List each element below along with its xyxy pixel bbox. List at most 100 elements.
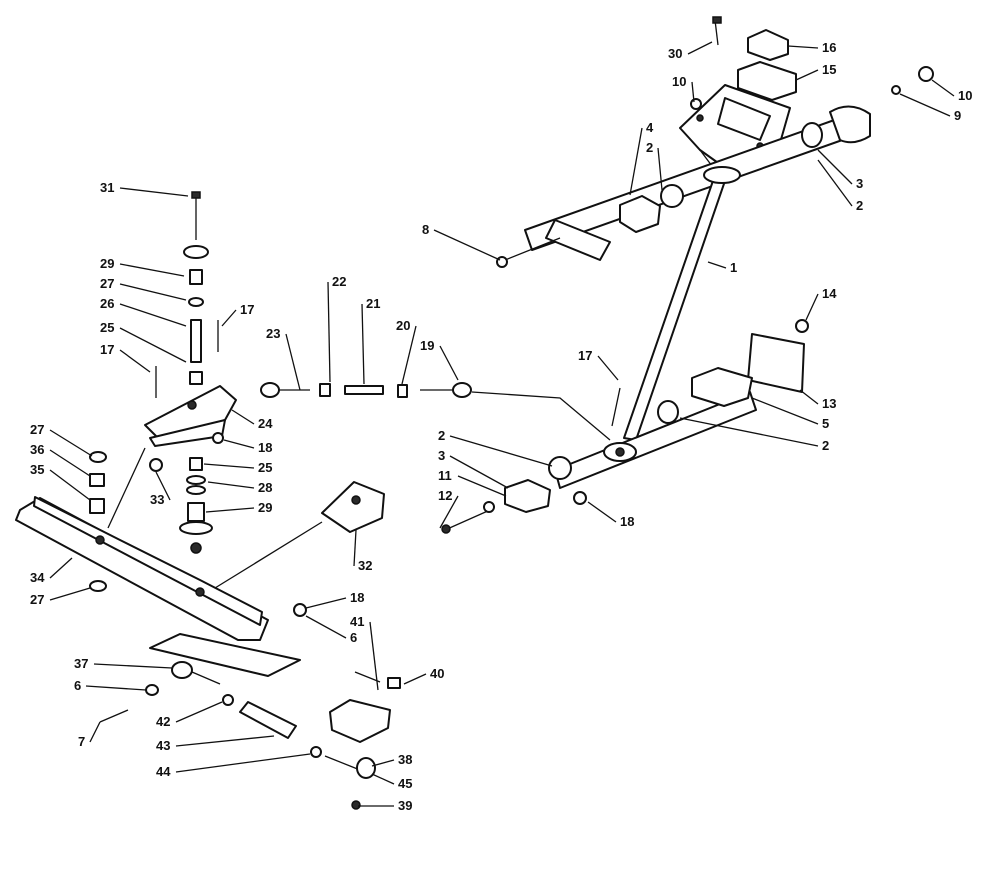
tie-rod-assembly — [260, 382, 611, 441]
callout-number: 1 — [730, 260, 737, 275]
callout-number: 24 — [258, 416, 273, 431]
leader-line — [205, 507, 255, 513]
callout-number: 15 — [822, 62, 836, 77]
leader-line — [805, 293, 819, 321]
leader-line — [787, 45, 819, 49]
callout-number: 14 — [822, 286, 837, 301]
leader-line — [657, 147, 663, 191]
callout-number: 34 — [30, 570, 45, 585]
callout-number: 20 — [396, 318, 410, 333]
leader-line — [369, 621, 379, 691]
leader-line — [629, 127, 643, 196]
leader-line — [751, 397, 819, 425]
callout-number: 10 — [958, 88, 972, 103]
leader-line — [403, 673, 427, 685]
callout-number: 29 — [258, 500, 272, 515]
callout-number: 6 — [350, 630, 357, 645]
steering-arm-plate — [144, 385, 237, 472]
callout-number: 3 — [856, 176, 863, 191]
callout-number: 25 — [100, 320, 114, 335]
leader-line — [85, 685, 147, 691]
leader-line — [401, 325, 417, 385]
callout-number: 31 — [100, 180, 114, 195]
callout-number: 27 — [30, 592, 44, 607]
tie-rod-end-assembly — [99, 603, 401, 810]
leader-line — [89, 721, 101, 743]
callout-number: 6 — [74, 678, 81, 693]
leader-line — [175, 735, 275, 747]
leader-line — [155, 471, 171, 501]
leader-line — [353, 529, 357, 567]
left-clamp-pair — [619, 184, 684, 233]
right-clamp-half — [801, 105, 871, 148]
upper-fasteners — [690, 16, 934, 110]
leader-line — [49, 557, 73, 579]
callout-number: 16 — [822, 40, 836, 55]
leader-line — [931, 79, 955, 97]
lower-clamp-5 — [657, 367, 753, 424]
callout-number: 43 — [156, 738, 170, 753]
leader-line — [707, 261, 727, 269]
leader-line — [687, 41, 713, 55]
upper-clamp-block — [737, 29, 797, 101]
leader-line — [899, 93, 951, 117]
leader-line — [207, 481, 255, 489]
callout-number: 2 — [438, 428, 445, 443]
leader-line — [817, 149, 853, 185]
callout-number: 33 — [150, 492, 164, 507]
leader-line — [799, 389, 819, 405]
callout-number: 17 — [578, 348, 592, 363]
leader-line — [371, 773, 395, 785]
lower-arm-hardware — [179, 457, 213, 554]
lower-bracket-13 — [747, 319, 809, 393]
callout-number: 45 — [398, 776, 412, 791]
leader-line — [327, 281, 331, 383]
leader-line — [433, 229, 501, 261]
lower-clamp-left — [504, 456, 587, 513]
leader-line — [221, 309, 237, 327]
callout-number: 39 — [398, 798, 412, 813]
leader-line — [49, 449, 91, 477]
arm-mount-32 — [321, 481, 385, 533]
callout-number: 28 — [258, 480, 272, 495]
callout-number: 25 — [258, 460, 272, 475]
callout-number: 8 — [422, 222, 429, 237]
leader-line — [223, 439, 255, 449]
leader-line — [439, 495, 459, 529]
callout-number: 27 — [30, 422, 44, 437]
callout-number: 37 — [74, 656, 88, 671]
mounting-plate-bolt — [496, 219, 611, 268]
callout-number: 32 — [358, 558, 372, 573]
callout-number: 42 — [156, 714, 170, 729]
leader-line — [597, 355, 619, 381]
leader-line — [119, 263, 185, 277]
tie-bar — [15, 451, 269, 641]
callout-number: 11 — [438, 468, 452, 483]
callout-number: 27 — [100, 276, 114, 291]
callout-number: 30 — [668, 46, 682, 61]
callout-number: 22 — [332, 274, 346, 289]
callout-number: 36 — [30, 442, 44, 457]
leader-line — [587, 501, 617, 523]
leader-line — [119, 187, 189, 197]
callout-number: 23 — [266, 326, 280, 341]
steering-arm-stack — [155, 191, 219, 398]
leader-line — [119, 283, 187, 301]
leader-line — [49, 429, 93, 457]
leader-line — [175, 701, 223, 723]
callout-number: 9 — [954, 108, 961, 123]
callout-number: 35 — [30, 462, 44, 477]
leader-line — [119, 303, 187, 327]
leader-line — [795, 69, 819, 81]
callout-number: 17 — [240, 302, 254, 317]
callout-number: 2 — [856, 198, 863, 213]
callout-number: 18 — [620, 514, 634, 529]
leader-line — [449, 435, 553, 467]
callout-number: 13 — [822, 396, 836, 411]
leader-line — [175, 753, 311, 773]
leader-line — [439, 345, 459, 381]
leader-line — [305, 597, 347, 609]
